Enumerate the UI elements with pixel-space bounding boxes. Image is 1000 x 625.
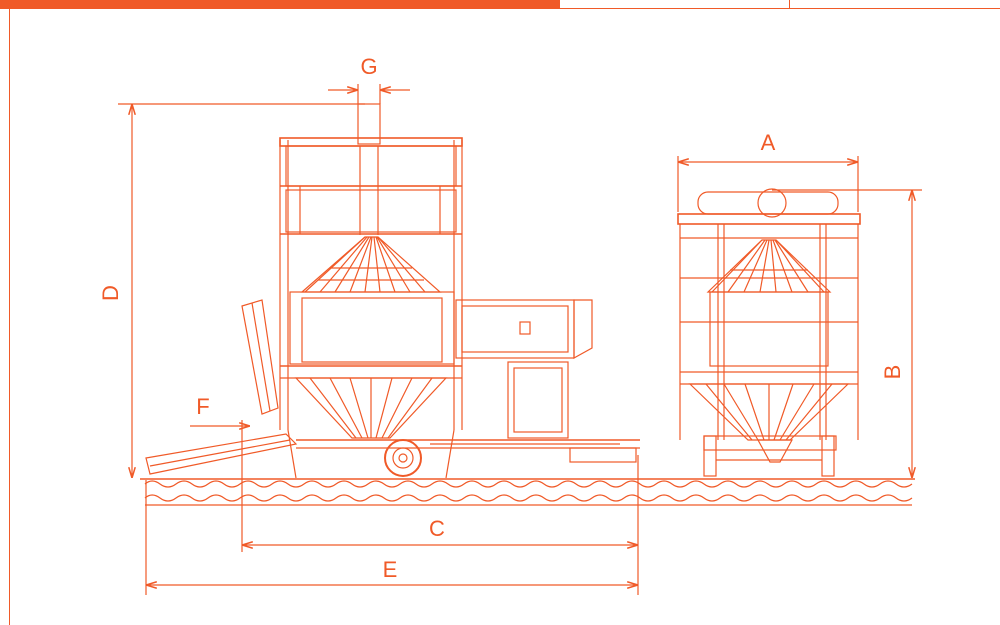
dim-label-f: F [196,394,209,419]
dim-label-d: D [98,285,123,301]
header-rule [560,8,1000,9]
header-divider [789,0,790,8]
dim-label-b: B [880,365,905,380]
dryer-side-view [145,103,640,479]
ground [140,478,915,506]
dim-label-g: G [360,54,377,79]
dim-label-a: A [761,130,776,155]
dimension-lines [118,84,922,595]
dim-label-e: E [383,557,398,582]
header-bar [0,0,560,9]
frame-border-left [9,9,10,625]
dim-label-c: C [429,516,445,541]
dryer-front-view [677,188,861,477]
